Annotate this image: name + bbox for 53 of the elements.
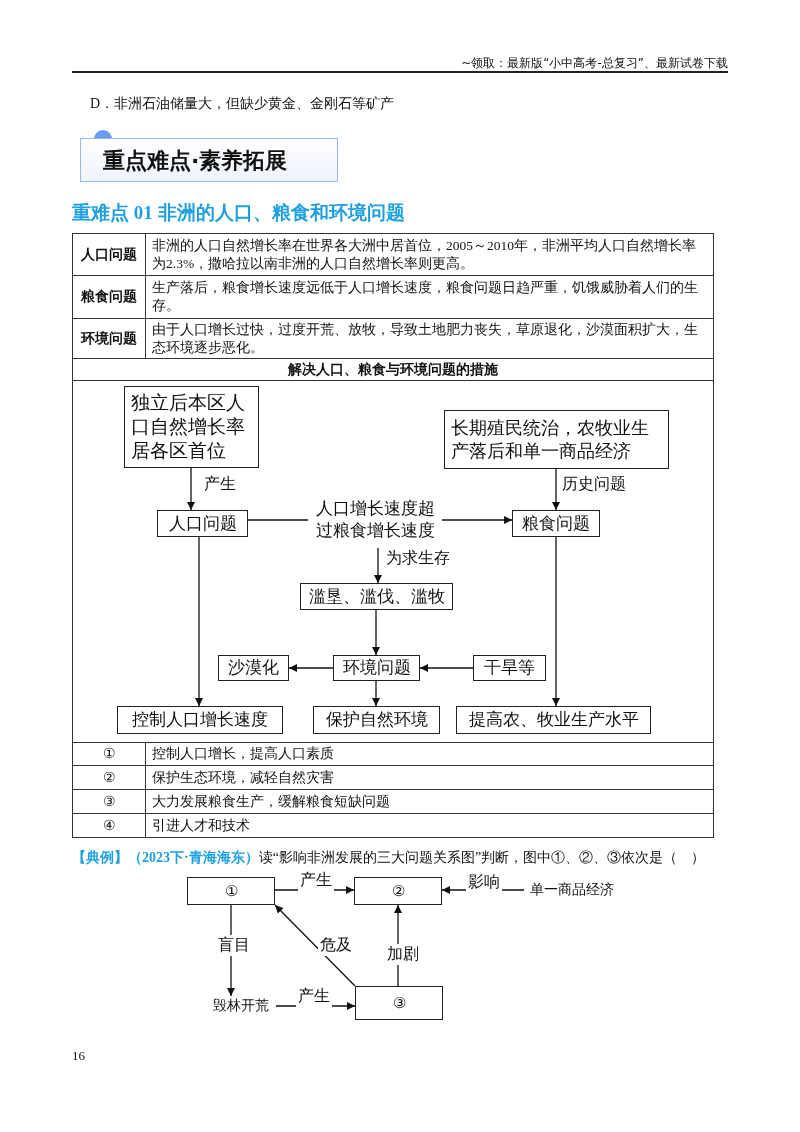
process-box: 滥垦、滥伐、滥牧 (300, 583, 453, 610)
edge-label: 产生 (296, 986, 332, 1007)
process-box: 沙漠化 (218, 655, 289, 681)
arrow (187, 467, 195, 511)
process-box: 粮食问题 (512, 510, 600, 537)
circled-number: ④ (72, 813, 146, 838)
row-heading: 环境问题 (72, 318, 146, 359)
row-heading: 人口问题 (72, 233, 146, 276)
table-heading: 解决人口、粮食与环境问题的措施 (72, 358, 714, 381)
circled-number: ② (72, 765, 146, 790)
process-box: 独立后本区人口自然增长率居各区首位 (124, 386, 259, 468)
arrow (195, 536, 203, 707)
circled-number: ① (72, 742, 146, 766)
process-box: 提高农、牧业生产水平 (456, 706, 651, 734)
table-text: 引进人才和技术 (145, 813, 714, 838)
row-heading: 粮食问题 (72, 275, 146, 319)
process-box: 人口问题 (157, 510, 248, 537)
edge-label: 危及 (318, 935, 354, 956)
section-heading: 重点难点·素养拓展 (103, 147, 288, 175)
arrow (288, 664, 334, 672)
question-text: 【典例】（2023下·青海海东）读“影响非洲发展的三大问题关系图”判断，图中①、②、③依次是（ ） (72, 849, 706, 867)
table-text: 非洲的人口自然增长率在世界各大洲中居首位，2005～2010年，非洲平均人口自然增长率为2.3%，撒哈拉以南非洲的人口自然增长率则更高。 (145, 233, 714, 276)
table-text: 生产落后，粮食增长速度远低于人口增长速度，粮食问题日趋严重，饥饿威胁着人们的生存。 (145, 275, 714, 319)
arrow (552, 536, 560, 707)
node-text: 毁林开荒 (206, 996, 276, 1016)
circled-number: ③ (72, 789, 146, 814)
process-box: ② (354, 877, 442, 905)
arrow (372, 680, 380, 707)
edge-label: 产生 (298, 870, 334, 891)
arrow (374, 547, 382, 584)
table-text: 由于人口增长过快，过度开荒、放牧，导致土地肥力丧失，草原退化，沙漠面积扩大，生态环境逐步恶化。 (145, 318, 714, 359)
process-box: 干旱等 (473, 655, 546, 681)
node-text: 单一商品经济 (524, 880, 620, 900)
arrow (419, 664, 474, 672)
process-box: 保护自然环境 (313, 706, 440, 734)
table-text: 大力发展粮食生产，缓解粮食短缺问题 (145, 789, 714, 814)
arrow (274, 904, 356, 987)
arrow (552, 468, 560, 511)
table-text: 保护生态环境，减轻自然灾害 (145, 765, 714, 790)
table-text: 控制人口增长，提高人口素质 (145, 742, 714, 766)
answer-option: D．非洲石油储量大，但缺少黄金、金刚石等矿产 (90, 95, 395, 113)
process-box: 控制人口增长速度 (117, 706, 283, 734)
process-box: ③ (355, 986, 443, 1020)
edge-label: 历史问题 (560, 474, 628, 495)
process-box: 长期殖民统治，农牧业生产落后和单一商品经济 (444, 410, 669, 469)
process-box: 环境问题 (333, 655, 420, 681)
process-box: ① (187, 877, 275, 905)
arrow (372, 609, 380, 656)
topic-heading: 重难点 01 非洲的人口、粮食和环境问题 (72, 201, 405, 225)
header-text: ~领取：最新版“小中高考-总复习”、最新试卷下载 (461, 55, 728, 72)
edge-label: 加剧 (385, 944, 421, 965)
edge-label: 影响 (466, 872, 502, 893)
page-number: 16 (72, 1048, 85, 1064)
